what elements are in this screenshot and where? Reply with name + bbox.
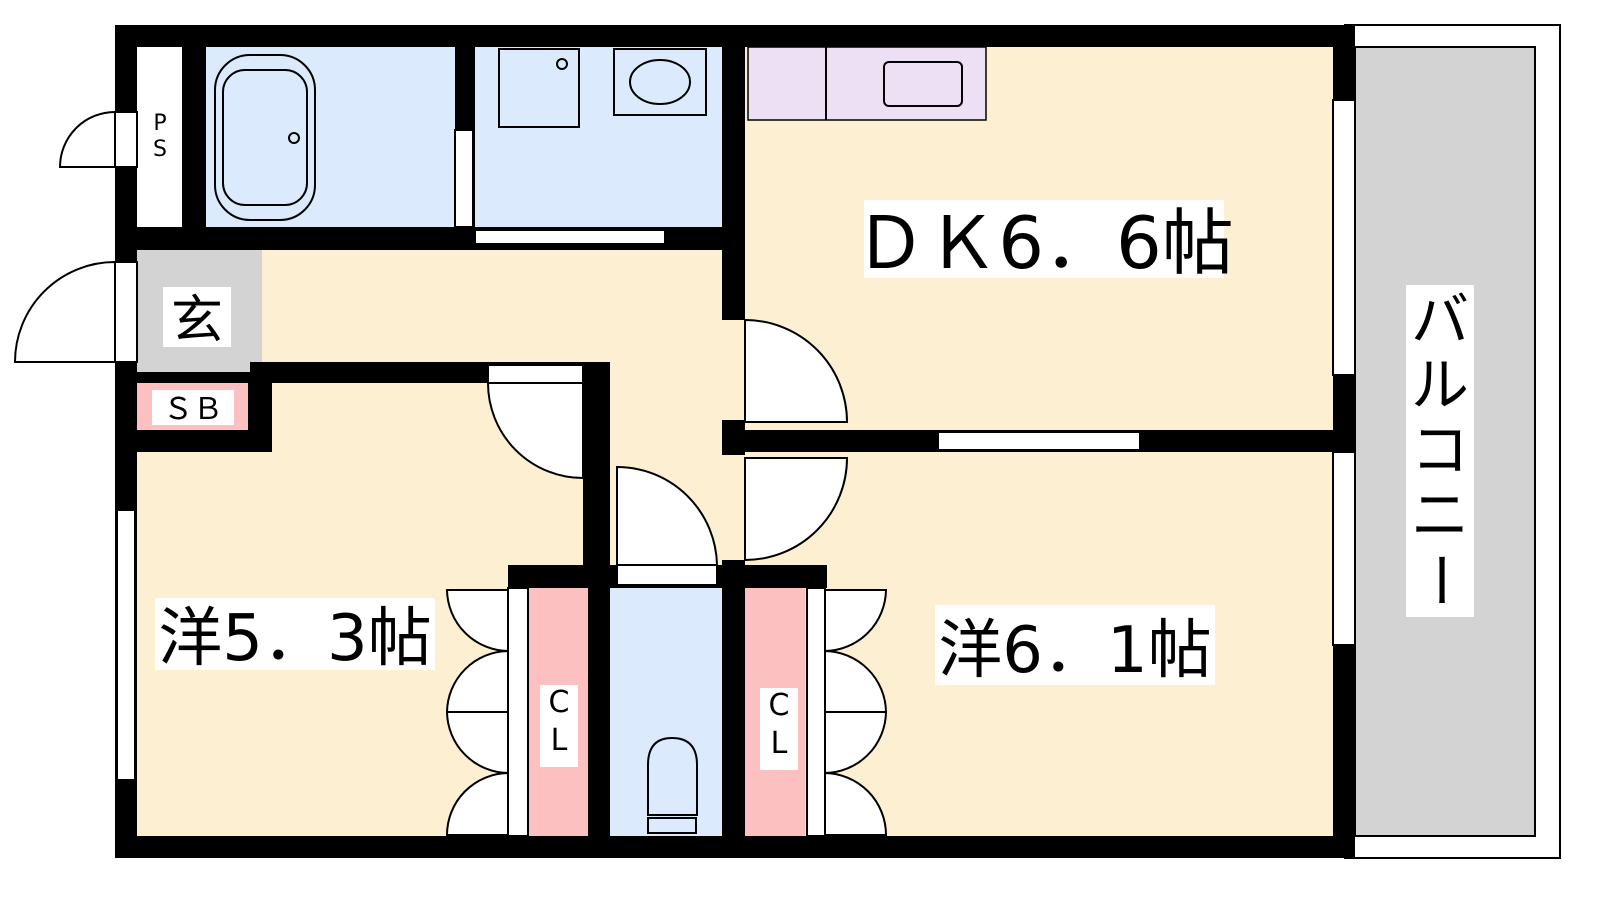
- pipe-space: [137, 47, 182, 227]
- entrance-door[interactable]: [13, 260, 116, 363]
- label-balcony-2: ル: [1411, 351, 1469, 419]
- sink-icon: [883, 61, 963, 107]
- dk-door[interactable]: [744, 318, 849, 423]
- label-closet-a-l: L: [551, 723, 568, 758]
- hallway: [262, 250, 722, 362]
- toilet-door[interactable]: [616, 465, 719, 566]
- window-western-b[interactable]: [1332, 451, 1356, 646]
- dk-partition-slider[interactable]: [937, 431, 1141, 451]
- closet-b-doors[interactable]: [824, 589, 888, 836]
- western-b-door[interactable]: [744, 457, 849, 562]
- label-ps-p: P: [153, 111, 166, 136]
- bathtub-icon: [214, 54, 316, 221]
- label-closet-a-c: C: [549, 685, 570, 720]
- label-balcony-3: コ: [1411, 416, 1469, 484]
- toilet-room: [610, 588, 722, 836]
- label-balcony-1: バ: [1411, 286, 1469, 354]
- washbasin-icon: [498, 48, 707, 128]
- label-dk: ＤＫ6．6帖: [854, 201, 1234, 285]
- label-closet-b-l: L: [771, 726, 788, 761]
- bathroom: [206, 47, 455, 227]
- label-western-b: 洋6．1帖: [938, 614, 1211, 688]
- toilet-icon: [647, 736, 698, 834]
- label-balcony-4: ニ: [1411, 481, 1469, 549]
- ps-door[interactable]: [58, 110, 116, 168]
- window-western-a[interactable]: [116, 509, 136, 781]
- label-western-a: 洋5．3帖: [158, 602, 431, 676]
- label-shoe-box: ＳＢ: [163, 392, 223, 427]
- closet-a-doors[interactable]: [445, 589, 509, 836]
- washroom: [475, 47, 722, 227]
- bath-door[interactable]: [454, 129, 474, 228]
- label-entrance: 玄: [171, 291, 223, 351]
- label-ps-s: S: [153, 137, 167, 162]
- label-balcony-5: ー: [1406, 551, 1474, 609]
- washroom-sliding-door[interactable]: [474, 229, 666, 245]
- label-closet-b-c: C: [769, 688, 790, 723]
- kitchen-counter: [747, 46, 987, 121]
- western-a-door[interactable]: [486, 382, 584, 480]
- window-dk[interactable]: [1332, 99, 1356, 376]
